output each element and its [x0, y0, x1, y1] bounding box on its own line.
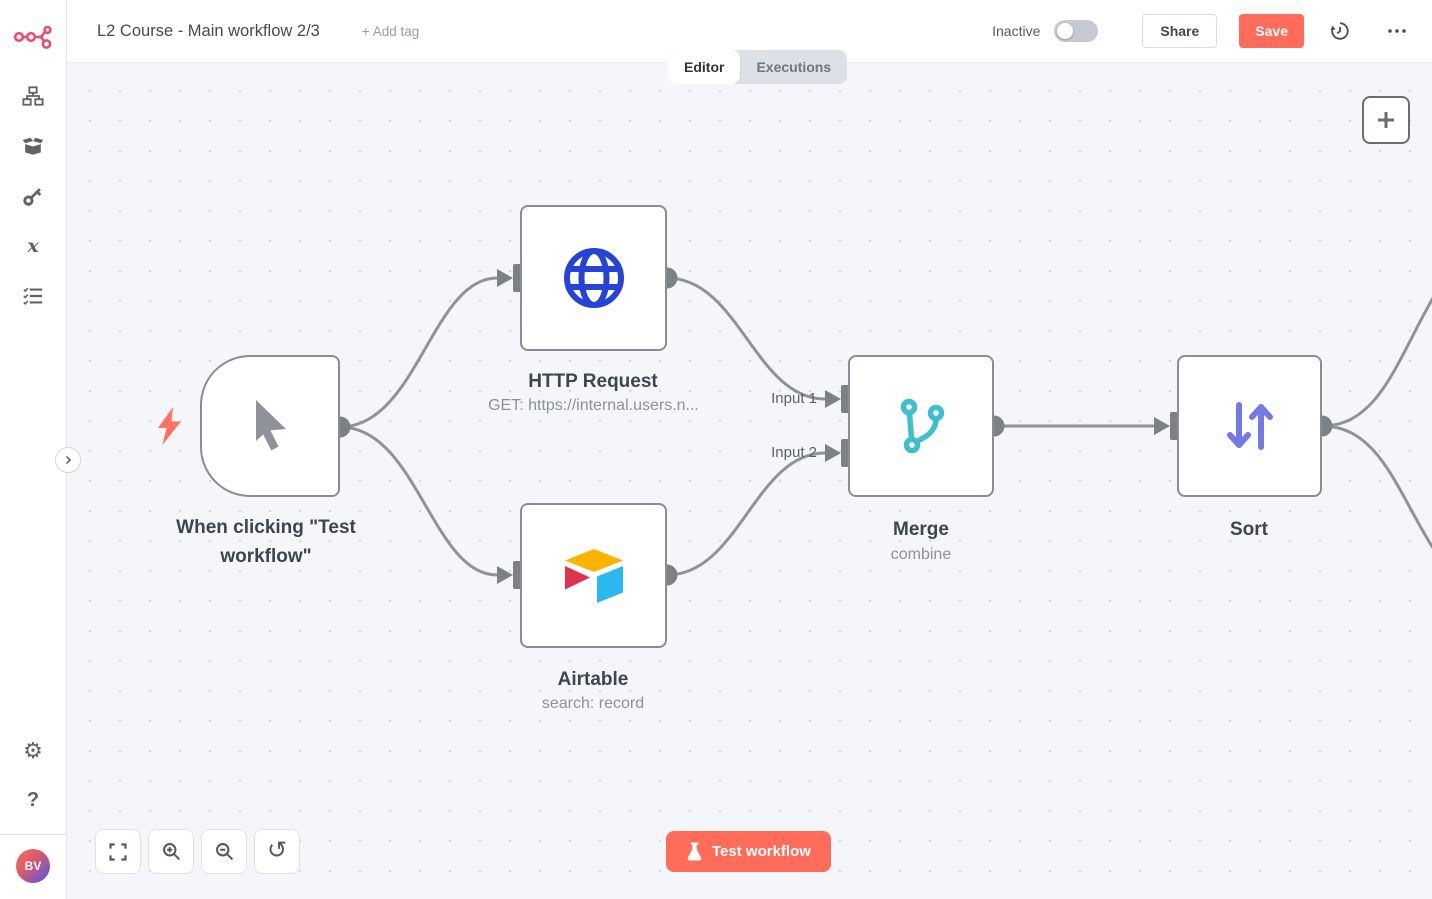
tab-executions[interactable]: Executions: [740, 50, 847, 84]
activation-status-label: Inactive: [992, 23, 1041, 39]
airtable-icon: [564, 548, 623, 603]
node-label-http-request: HTTP Request: [528, 371, 658, 392]
cursor-icon: [256, 400, 286, 451]
edge-airtable-merge: [666, 451, 826, 577]
node-label-airtable: Airtable: [557, 669, 629, 690]
templates-icon[interactable]: [21, 134, 45, 158]
zoom-in-button[interactable]: [148, 829, 194, 874]
more-options-icon[interactable]: [1387, 28, 1407, 34]
node-sort[interactable]: [1177, 355, 1322, 497]
sidebar-expand-toggle[interactable]: [55, 447, 81, 473]
zoom-to-fit-button[interactable]: [95, 829, 141, 874]
sidebar-nav: x: [21, 84, 45, 308]
add-tag-button[interactable]: + Add tag: [361, 23, 420, 39]
editor-executions-tabs: Editor Executions: [668, 50, 848, 84]
node-merge[interactable]: [848, 355, 994, 497]
credentials-icon[interactable]: [21, 184, 45, 208]
node-manual-trigger[interactable]: [200, 355, 340, 497]
history-icon[interactable]: [1329, 20, 1351, 42]
workflows-icon[interactable]: [21, 84, 45, 108]
node-http-request[interactable]: [520, 205, 667, 351]
node-subtitle-merge: combine: [890, 546, 952, 563]
node-subtitle-http-request: GET: https://internal.users.n...: [488, 397, 699, 414]
edge-sort-out-2: [1321, 424, 1432, 549]
workflow-title[interactable]: L2 Course - Main workflow 2/3: [97, 21, 320, 40]
n8n-logo-icon[interactable]: [13, 16, 53, 56]
merge-icon: [900, 398, 945, 454]
save-button[interactable]: Save: [1239, 14, 1304, 48]
node-airtable[interactable]: [520, 503, 667, 648]
edge-http-merge: [666, 276, 826, 401]
zoom-out-button[interactable]: [201, 829, 247, 874]
flask-icon: [687, 841, 702, 860]
help-icon[interactable]: ?: [26, 788, 40, 811]
node-subtitle-airtable: search: record: [541, 695, 645, 712]
sort-icon: [1226, 402, 1273, 450]
connections-layer: [329, 264, 1432, 589]
edge-sort-out-1: [1321, 297, 1432, 428]
trigger-bolt-icon: [158, 407, 181, 445]
globe-icon: [563, 248, 624, 308]
node-label-merge: Merge: [893, 519, 949, 540]
merge-input-2-label: Input 2: [771, 444, 817, 461]
sidebar: x ⚙ ? BV: [0, 0, 67, 899]
share-button[interactable]: Share: [1142, 14, 1218, 48]
variables-icon[interactable]: x: [27, 235, 39, 257]
test-workflow-button[interactable]: Test workflow: [666, 831, 831, 872]
node-label-sort: Sort: [1230, 519, 1268, 540]
executions-icon[interactable]: [21, 284, 45, 308]
settings-gear-icon[interactable]: ⚙: [23, 739, 43, 764]
chevron-right-icon: [65, 455, 72, 465]
test-workflow-label: Test workflow: [712, 843, 811, 860]
tab-editor[interactable]: Editor: [668, 50, 741, 84]
canvas-zoom-controls: ↺: [95, 829, 300, 874]
toggle-knob: [1057, 23, 1074, 39]
sidebar-divider: [0, 834, 67, 835]
sidebar-bottom: ⚙ ? BV: [0, 739, 67, 899]
activation-toggle[interactable]: [1054, 20, 1099, 42]
workflow-header: L2 Course - Main workflow 2/3 + Add tag …: [67, 0, 1432, 63]
reset-zoom-button[interactable]: ↺: [254, 829, 300, 874]
user-avatar[interactable]: BV: [16, 849, 50, 883]
merge-input-1-label: Input 1: [771, 390, 817, 407]
header-actions: Inactive Share Save: [992, 14, 1407, 48]
workflow-canvas[interactable]: When clicking "Test workflow" HTTP Reque…: [67, 63, 1432, 899]
add-node-button[interactable]: [1362, 96, 1410, 144]
edge-trigger-airtable: [339, 425, 498, 577]
edge-trigger-http: [339, 276, 498, 429]
node-label-manual-trigger: When clicking "Test workflow": [176, 517, 356, 568]
